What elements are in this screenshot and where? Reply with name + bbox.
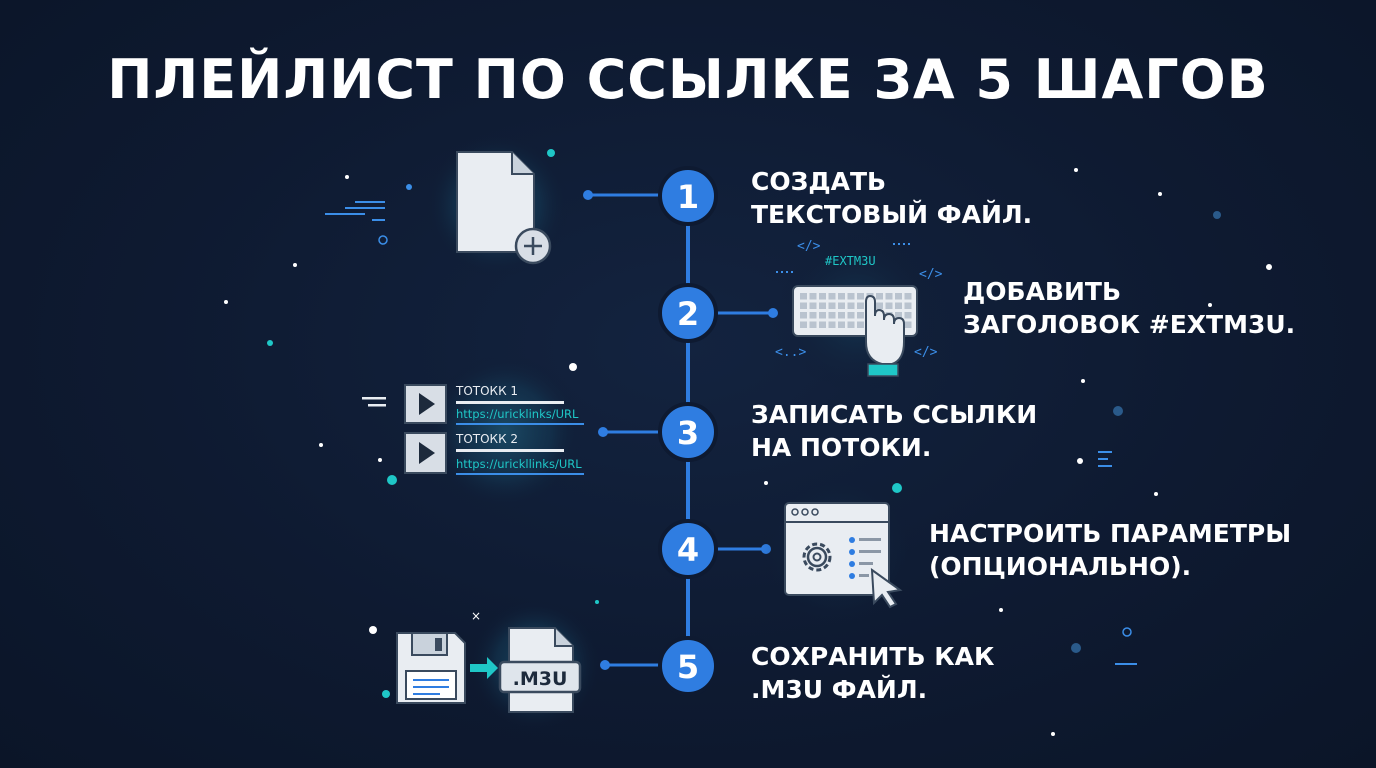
page-title: ПЛЕЙЛИСТ ПО ССЫЛКЕ ЗА 5 ШАГОВ: [107, 48, 1269, 111]
keyboard-key: [838, 293, 845, 300]
keyboard-key: [857, 321, 864, 328]
keyboard-key: [904, 312, 912, 319]
step-label-5: СОХРАНИТЬ КАК .M3U ФАЙЛ.: [751, 640, 994, 706]
step-label-1: СОЗДАТЬ ТЕКСТОВЫЙ ФАЙЛ.: [751, 165, 1032, 231]
keyboard-key: [895, 312, 902, 319]
step-number: 4: [677, 531, 699, 569]
stream-url: https://uricklinks/URL: [456, 407, 579, 421]
keyboard-key: [847, 321, 855, 328]
keyboard-key: [819, 312, 826, 319]
keyboard-key: [828, 321, 836, 328]
keyboard-key: [819, 321, 826, 328]
keyboard-key: [904, 302, 912, 309]
stream-name: ТОТОКК 2: [455, 432, 518, 446]
keyboard-key: [885, 293, 893, 300]
keyboard-key: [838, 302, 845, 309]
step-text-line-1: СОХРАНИТЬ КАК: [751, 642, 995, 671]
keyboard-key: [838, 321, 845, 328]
extm3u-tag-text: #EXTM3U: [825, 254, 876, 268]
stream-item-2: ТОТОКК 2 https://urickllinks/URL: [404, 432, 584, 475]
step-label-2: ДОБАВИТЬ ЗАГОЛОВОК #EXTM3U.: [963, 275, 1295, 341]
keyboard-key: [876, 293, 883, 300]
stream-item-1: ТОТОКК 1 https://uricklinks/URL: [404, 384, 584, 425]
step-number: 2: [677, 295, 699, 333]
step-text-line-2: ТЕКСТОВЫЙ ФАЙЛ.: [751, 200, 1033, 229]
code-tag-text: </>: [914, 345, 938, 360]
step-number: 1: [677, 178, 699, 216]
keyboard-key: [847, 293, 855, 300]
step-badge-5: 5: [658, 636, 718, 696]
m3u-badge-text: .M3U: [513, 668, 568, 690]
play-icon: [419, 393, 435, 415]
step-text-line-1: НАСТРОИТЬ ПАРАМЕТРЫ: [929, 519, 1292, 548]
keyboard-key: [828, 312, 836, 319]
keyboard-key: [800, 302, 807, 309]
keyboard-key: [809, 293, 817, 300]
keyboard-key: [895, 302, 902, 309]
step-label-3: ЗАПИСАТЬ ССЫЛКИ НА ПОТОКИ.: [751, 398, 1037, 464]
keyboard-key: [857, 302, 864, 309]
keyboard-key: [895, 293, 902, 300]
step-number-badges: 1 2 3 4 5: [658, 166, 718, 696]
stream-url: https://urickllinks/URL: [456, 457, 582, 471]
step-number: 3: [677, 414, 699, 452]
keyboard-key: [800, 293, 807, 300]
keyboard-hand-icon: </> #EXTM3U </> <..> </>: [775, 233, 943, 393]
code-tag-text: </>: [797, 239, 821, 254]
step-text-line-2: (ОПЦИОНАЛЬНО).: [929, 552, 1192, 581]
step-badge-3: 3: [658, 402, 718, 462]
keyboard-key: [857, 293, 864, 300]
keyboard-key: [828, 293, 836, 300]
step-text-line-1: СОЗДАТЬ: [751, 167, 887, 196]
keyboard-key: [847, 302, 855, 309]
keyboard-key: [800, 312, 807, 319]
gear-icon: [802, 542, 832, 572]
step-badge-2: 2: [658, 283, 718, 343]
code-tag-text: </>: [919, 267, 943, 282]
keyboard-key: [857, 312, 864, 319]
step-text-line-1: ЗАПИСАТЬ ССЫЛКИ: [751, 400, 1038, 429]
keyboard-key: [904, 321, 912, 328]
step-text-line-1: ДОБАВИТЬ: [963, 277, 1122, 306]
keyboard-key: [885, 302, 893, 309]
keyboard-key: [809, 302, 817, 309]
keyboard-key: [876, 302, 883, 309]
cursor-icon: [870, 567, 903, 609]
keyboard-key: [838, 312, 845, 319]
stream-list-icon: ТОТОКК 1 https://uricklinks/URL ТОТОКК 2…: [404, 354, 584, 510]
keyboard-key: [819, 293, 826, 300]
keyboard-key: [847, 312, 855, 319]
new-file-icon: [425, 133, 569, 277]
svg-text:×: ×: [471, 609, 481, 623]
step-text-line-2: .M3U ФАЙЛ.: [751, 675, 928, 704]
keyboard-key: [904, 293, 912, 300]
step-connectors: [588, 193, 773, 667]
ellipsis-tag-text: <..>: [775, 345, 806, 360]
keyboard-key: [800, 321, 807, 328]
floppy-disk-icon: [396, 632, 466, 704]
arrow-right-icon: [470, 657, 498, 679]
step-text-line-2: ЗАГОЛОВОК #EXTM3U.: [963, 310, 1296, 339]
keyboard-key: [819, 302, 826, 309]
keyboard-key: [809, 312, 817, 319]
play-icon: [419, 442, 435, 464]
step-number: 5: [677, 648, 699, 686]
step-badge-1: 1: [658, 166, 718, 226]
stream-name: ТОТОКК 1: [455, 384, 518, 398]
step-label-4: НАСТРОИТЬ ПАРАМЕТРЫ (ОПЦИОНАЛЬНО).: [929, 517, 1291, 583]
settings-window-icon: [760, 472, 916, 628]
step-text-line-2: НА ПОТОКИ.: [751, 433, 932, 462]
save-m3u-icon: .M3U: [396, 599, 601, 731]
keyboard-key: [809, 321, 817, 328]
step-badge-4: 4: [658, 519, 718, 579]
background-sparkles: ×: [224, 149, 1272, 736]
keyboard-key: [828, 302, 836, 309]
